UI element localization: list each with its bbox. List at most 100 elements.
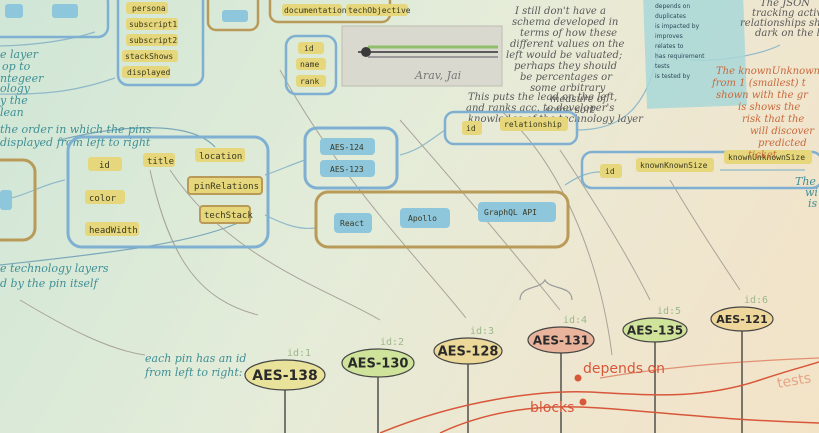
svg-text:e technology layers: e technology layers [0,262,109,275]
knownunknown-field: knownUnknownSize [728,153,805,162]
tag-aes124-bg [320,138,375,155]
right-edge-note: The wi is [795,175,818,210]
relations-tag-frame [303,126,399,190]
pin-id-label: id:3 [470,326,494,337]
svg-text:from left to right:: from left to right: [144,366,242,379]
pin-label: AES-128 [438,345,499,360]
svg-text:is tested by: is tested by [655,73,690,80]
svg-text:some sort: some sort [545,105,596,116]
pins-order-note: the order in which the pins displayed fr… [0,123,152,149]
svg-text:is: is [808,197,818,210]
svg-text:d by the pin itself: d by the pin itself [0,277,100,290]
pin-id-note: each pin has an id from left to right: [144,352,246,379]
small-tan-frame [206,0,260,32]
pin-fields: id title location color pinRelations hea… [85,148,263,236]
svg-text:ntegeer: ntegeer [0,72,44,85]
rel-relationship-field: relationship [504,120,562,129]
svg-text:lean: lean [0,106,24,119]
pin-field-location: location [199,152,242,162]
field-subscript2: subscript2 [129,36,177,45]
svg-text:will discover: will discover [750,126,815,137]
relation-sticky-note: depends on duplicates is impacted by imp… [643,0,747,109]
known-id-bg [600,164,622,178]
rel-field-bg [500,117,568,131]
knownunknown-bg [724,150,812,164]
tag-apollo-bg [400,208,450,228]
pin-field-pinrelations: pinRelations [194,182,259,192]
pin-head [527,326,595,354]
pins-row: AES-138id:1AES-130id:2AES-128id:3AES-131… [244,295,774,433]
left-partial-tag [0,190,12,210]
pin-brace [519,278,573,301]
svg-text:relates to: relates to [655,43,684,50]
tag-react: React [340,219,364,228]
id-name-rank-frame [284,34,338,96]
tag-graphql-bg [478,202,556,222]
pin-leader-lines [19,69,741,356]
svg-text:be percentages or: be percentages or [520,72,613,83]
blocks-marker [579,398,587,406]
relation-depends-on: depends on [583,361,665,377]
rel-id-bg [462,121,482,135]
pin-field-color: color [89,194,117,204]
svg-text:The: The [795,175,816,188]
knownknown-bg [636,158,714,172]
field-subscript1: subscript1 [129,20,177,29]
pin-field-id: id [99,161,110,171]
svg-text:The JSON: The JSON [760,0,811,9]
svg-text:relationships shown in: relationships shown in [740,18,819,29]
svg-text:measure of: measure of [550,94,609,105]
small-blue-tag [222,10,248,22]
pin-head [433,337,503,365]
svg-text:I still don't have a: I still don't have a [514,6,606,17]
svg-text:left would be valuated;: left would be valuated; [506,50,622,61]
relationship-frame [443,110,579,146]
tech-field-bg [346,4,408,16]
depends-on-marker [574,374,582,382]
relation-blocks: blocks [530,400,574,416]
svg-text:y the: y the [0,94,28,107]
pin-1: AES-138 id:1 [244,348,326,433]
tracking-note: The JSON tracking active relationships s… [740,0,819,39]
svg-text:the order in which the pins: the order in which the pins [0,123,152,136]
svg-text:depends on: depends on [655,3,690,10]
svg-text:The knownUnknownSize: The knownUnknownSize [716,66,819,77]
pin-label: AES-130 [348,357,409,372]
field-stackshows: stackShows [125,52,173,61]
svg-text:tests: tests [655,63,670,70]
pin-label: AES-138 [252,368,318,384]
tag-aes124: AES-124 [330,143,364,152]
svg-text:wi: wi [805,186,818,199]
svg-text:displayed from left to right: displayed from left to right [0,136,151,149]
pin-id-label: id:1 [287,348,311,359]
svg-text:duplicates: duplicates [655,13,686,20]
pin-schema-frame [66,135,270,249]
pin-head [710,306,774,332]
svg-text:name: name [300,60,319,69]
pin-label: AES-131 [533,333,589,347]
schema-note: I still don't have a schema developed in… [506,6,625,116]
pin-head [244,359,326,391]
tag-react-bg [334,213,372,233]
svg-text:This puts the lead on the left: This puts the lead on the left, [468,92,617,103]
field-documentation: documentation [284,6,347,15]
left-partial-frame [0,158,37,242]
doc-field-bg [282,4,342,16]
tag-aes123: AES-123 [330,165,364,174]
top-left-frame [0,0,110,39]
svg-text:rank: rank [300,77,319,86]
tag-graphql: GraphQL API [484,208,537,217]
svg-text:each pin has an id: each pin has an id [145,352,246,365]
tag-apollo: Apollo [408,214,437,223]
field-displayed: displayed [127,68,171,77]
svg-text:from 1 (smallest) t: from 1 (smallest) t [711,78,807,89]
svg-text:terms of how these: terms of how these [520,28,617,39]
tech-layers-note: e technology layers d by the pin itself [0,262,109,290]
svg-text:improves: improves [655,33,683,40]
svg-text:perhaps they should: perhaps they should [514,61,617,72]
pin-head [622,317,688,343]
knownknown-field: knownKnownSize [640,161,708,170]
